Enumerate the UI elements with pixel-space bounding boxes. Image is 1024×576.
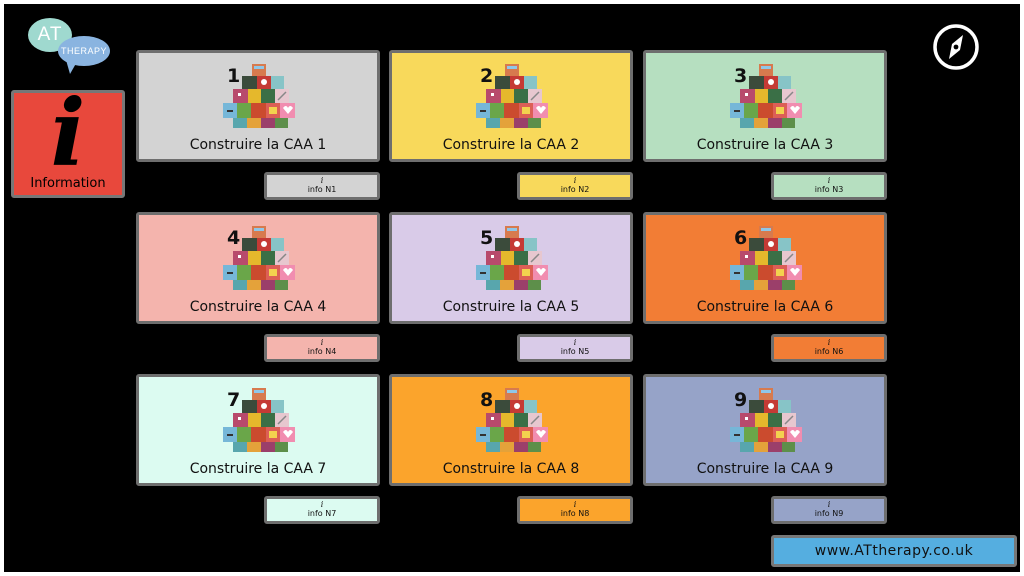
tile-caption: Construire la CAA 3 — [696, 137, 834, 153]
info-label: info N1 — [307, 185, 337, 194]
logo-bubble-at: AT — [28, 18, 72, 52]
tile-number: 9 — [734, 389, 748, 411]
alphabet-blocks-icon — [468, 225, 556, 291]
info-label: info N7 — [307, 509, 337, 518]
info-i-icon: i — [573, 338, 577, 347]
alphabet-blocks-icon — [215, 387, 303, 453]
info-i-icon: i — [50, 79, 86, 187]
info-label: info N3 — [814, 185, 844, 194]
logo-bubble-tail — [66, 60, 78, 74]
information-button[interactable]: i Information — [11, 83, 125, 198]
at-therapy-logo: AT THERAPY — [26, 16, 118, 80]
alphabet-blocks-icon — [215, 63, 303, 129]
tile-caption: Construire la CAA 7 — [189, 461, 327, 477]
tile-number: 7 — [227, 389, 241, 411]
information-label: Information — [30, 176, 106, 191]
info-i-icon: i — [827, 176, 831, 185]
tile-number: 2 — [480, 65, 494, 87]
website-link-button[interactable]: www.ATtherapy.co.uk — [771, 535, 1017, 567]
alphabet-blocks-icon — [215, 225, 303, 291]
info-label: info N6 — [814, 347, 844, 356]
compass-icon[interactable] — [932, 23, 980, 71]
info-label: info N4 — [307, 347, 337, 356]
info-i-icon: i — [573, 176, 577, 185]
info-i-icon: i — [320, 500, 324, 509]
alphabet-blocks-icon — [722, 225, 810, 291]
info-i-icon: i — [573, 500, 577, 509]
info-label: info N2 — [560, 185, 590, 194]
tile-caption: Construire la CAA 6 — [696, 299, 834, 315]
tile-number: 3 — [734, 65, 748, 87]
info-label: info N8 — [560, 509, 590, 518]
tile-caption: Construire la CAA 1 — [189, 137, 327, 153]
tile-caption: Construire la CAA 8 — [442, 461, 580, 477]
alphabet-blocks-icon — [468, 63, 556, 129]
tile-caption: Construire la CAA 4 — [189, 299, 327, 315]
alphabet-blocks-icon — [722, 387, 810, 453]
tile-number: 8 — [480, 389, 494, 411]
tile-caption: Construire la CAA 9 — [696, 461, 834, 477]
tile-number: 6 — [734, 227, 748, 249]
info-i-icon: i — [320, 338, 324, 347]
tile-number: 4 — [227, 227, 241, 249]
alphabet-blocks-icon — [722, 63, 810, 129]
tile-number: 5 — [480, 227, 494, 249]
alphabet-blocks-icon — [468, 387, 556, 453]
info-i-icon: i — [827, 338, 831, 347]
tile-caption: Construire la CAA 5 — [442, 299, 580, 315]
info-label: info N9 — [814, 509, 844, 518]
info-i-icon: i — [320, 176, 324, 185]
tile-number: 1 — [227, 65, 241, 87]
tile-caption: Construire la CAA 2 — [442, 137, 580, 153]
info-i-icon: i — [827, 500, 831, 509]
info-label: info N5 — [560, 347, 590, 356]
